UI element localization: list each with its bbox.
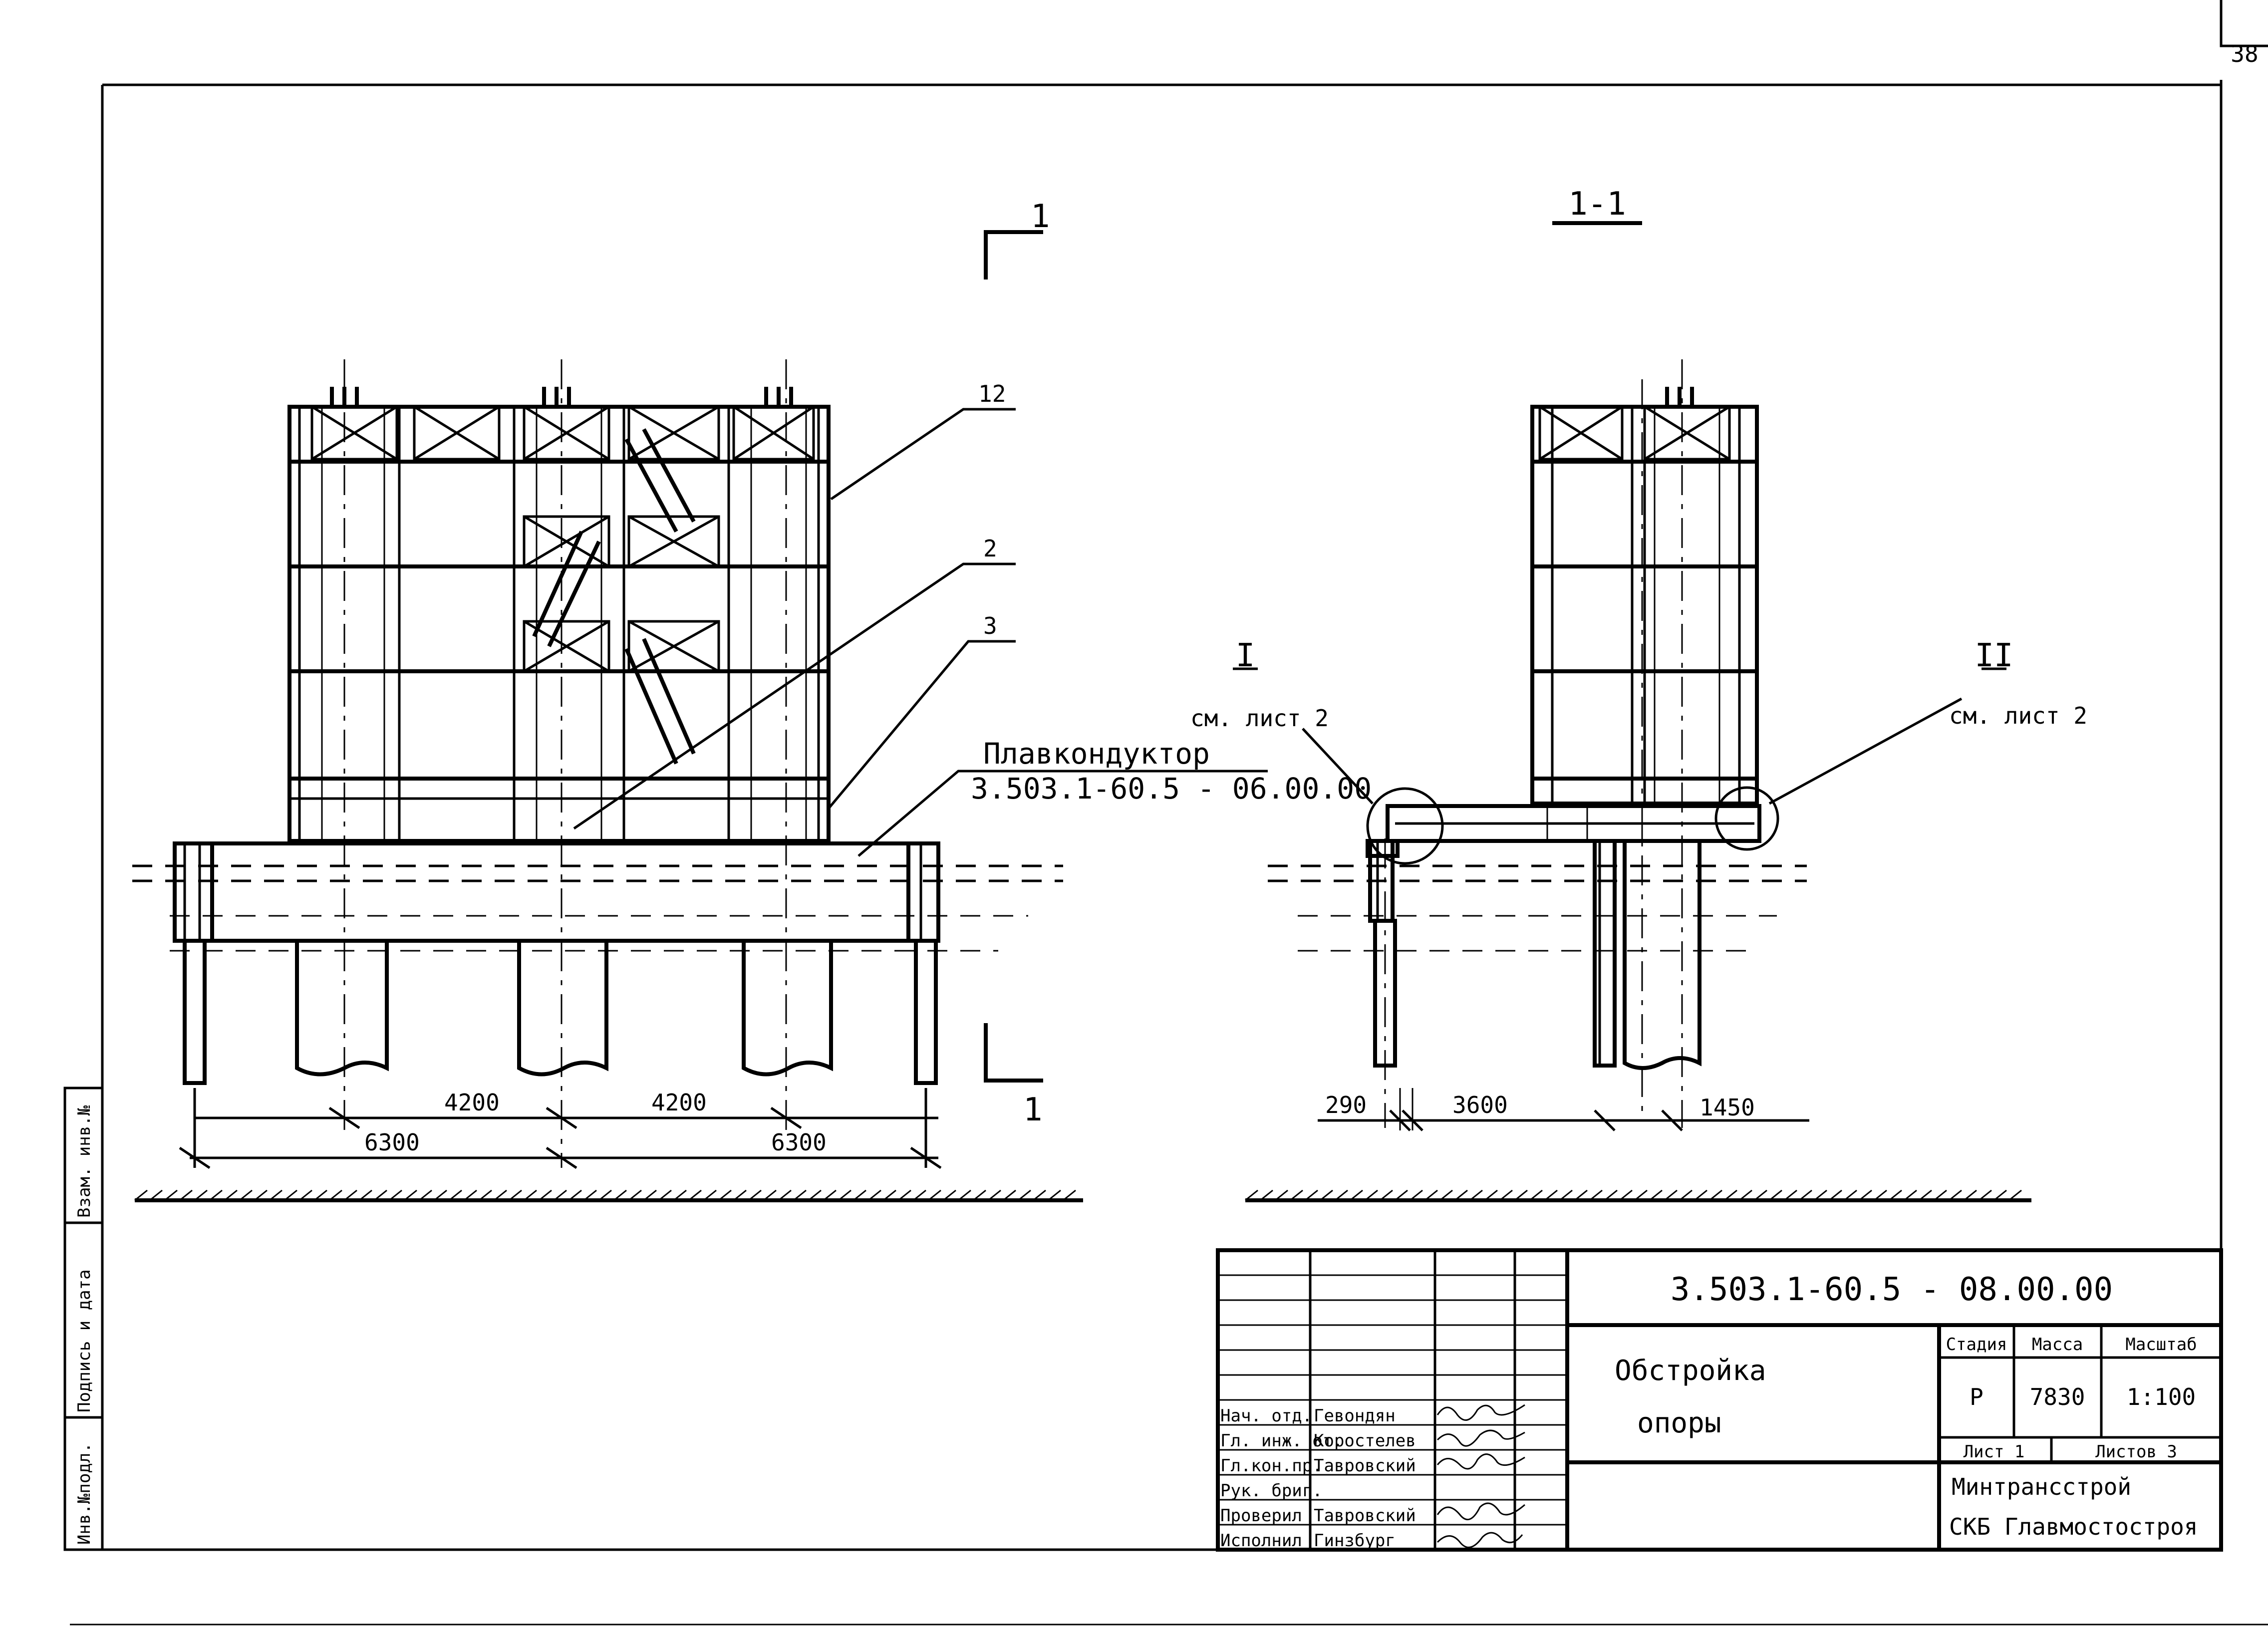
node-right-numeral: II	[1975, 637, 2013, 674]
hdr-scale: Масштаб	[2125, 1335, 2197, 1355]
sheet-no: Лист 1	[1964, 1442, 2025, 1462]
dim-6300-left: 6300	[364, 1129, 420, 1156]
callout-2: 2	[983, 535, 997, 562]
org-ministry: Минтрансстрой	[1952, 1473, 2131, 1500]
title-block	[1216, 1248, 2223, 1552]
doc-name-line1: Обстройка	[1615, 1355, 1766, 1387]
handwritten-signatures	[1436, 1404, 1525, 1548]
name-korostelev: Коростелев	[1314, 1431, 1416, 1451]
org-skb: СКБ Главмостостроя	[1949, 1513, 2198, 1540]
section-title: 1-1	[1568, 186, 1626, 223]
doc-code: 3.503.1-60.5 - 08.00.00	[1671, 1271, 2113, 1308]
role-gl-inzh: Гл. инж. от.	[1220, 1431, 1343, 1451]
callout-12: 12	[978, 380, 1006, 407]
role-nach-otd: Нач. отд.	[1220, 1406, 1312, 1426]
node-right-ref: см. лист 2	[1949, 702, 2087, 729]
val-scale: 1:100	[2127, 1383, 2196, 1410]
hdr-stage: Стадия	[1946, 1335, 2007, 1355]
floating-conductor	[173, 841, 940, 943]
role-ispolnil: Исполнил	[1220, 1531, 1302, 1551]
name-gevondyan: Гевондян	[1314, 1406, 1396, 1426]
callout-leaders	[573, 408, 1268, 857]
water-lines	[132, 864, 1063, 952]
doc-name-line2: опоры	[1637, 1407, 1721, 1439]
front-dimensions	[179, 1088, 942, 1169]
conductor-label: Плавкондуктор	[983, 737, 1210, 771]
section-conductor	[1366, 786, 1779, 865]
section-mark-top-label: 1	[1031, 198, 1050, 235]
signature-roles: Нач. отд. Гл. инж. от. Гл.кон.пр. Рук. б…	[1220, 1406, 1343, 1551]
val-stage: Р	[1970, 1383, 1984, 1410]
page-number: 38	[2231, 40, 2258, 67]
ground-section	[1245, 1189, 2031, 1202]
role-ruk-brig: Рук. бриг.	[1220, 1481, 1323, 1501]
sheets-total: Листов 3	[2095, 1442, 2177, 1462]
val-mass: 7830	[2030, 1383, 2085, 1410]
node-left-ref: см. лист 2	[1190, 705, 1329, 732]
mid-x-bracing	[523, 515, 720, 673]
stair-flights	[532, 428, 696, 765]
front-elevation-view: 1 1	[132, 198, 1372, 1202]
stamp-inv-podl: Инв.№подл.	[74, 1442, 94, 1545]
ground-front	[134, 1189, 1083, 1202]
section-water-lines	[1268, 864, 1807, 952]
node-circle-left	[1366, 787, 1444, 865]
dim-290: 290	[1325, 1092, 1367, 1118]
scaffold-tower	[287, 359, 831, 1168]
stamp-vzam-inv: Взам. инв.№	[74, 1105, 94, 1218]
hdr-mass: Масса	[2032, 1335, 2083, 1355]
conductor-code: 3.503.1-60.5 - 06.00.00	[971, 772, 1372, 806]
dim-1450: 1450	[1700, 1094, 1755, 1121]
guide-pile-right	[914, 939, 938, 1085]
section-dimensions	[1318, 1088, 1809, 1131]
name-ginzburg: Гинзбург	[1314, 1531, 1396, 1551]
node-left-numeral: I	[1236, 637, 1255, 674]
dim-6300-right: 6300	[771, 1129, 827, 1156]
signature-names: Гевондян Коростелев Тавровский Тавровски…	[1314, 1406, 1416, 1551]
section-mark-bottom-label: 1	[1023, 1092, 1043, 1128]
dim-4200-right: 4200	[651, 1089, 707, 1116]
top-x-bracing	[310, 405, 815, 461]
side-stamp: Инв.№подл. Подпись и дата Взам. инв.№	[63, 1087, 104, 1551]
node-leaders	[1233, 667, 2006, 805]
role-gl-kon: Гл.кон.пр.	[1220, 1456, 1323, 1476]
dim-3600: 3600	[1452, 1092, 1508, 1118]
section-tower	[1530, 359, 1759, 1128]
name-tavrovsky-2: Тавровский	[1314, 1506, 1416, 1526]
role-proveril: Проверил	[1220, 1506, 1302, 1526]
shell-piles	[295, 941, 833, 1077]
pile-heads	[330, 387, 793, 407]
name-tavrovsky-1: Тавровский	[1314, 1456, 1416, 1476]
section-mark-bottom: 1	[984, 1023, 1043, 1128]
section-view-1-1: 1-1	[1190, 186, 2087, 1202]
dim-4200-left: 4200	[444, 1089, 500, 1116]
guide-pile-left	[183, 939, 207, 1085]
callout-3: 3	[983, 612, 997, 639]
stamp-sign-date: Подпись и дата	[74, 1269, 94, 1412]
node-circle-right	[1714, 786, 1779, 851]
section-mark-top: 1	[984, 198, 1050, 279]
